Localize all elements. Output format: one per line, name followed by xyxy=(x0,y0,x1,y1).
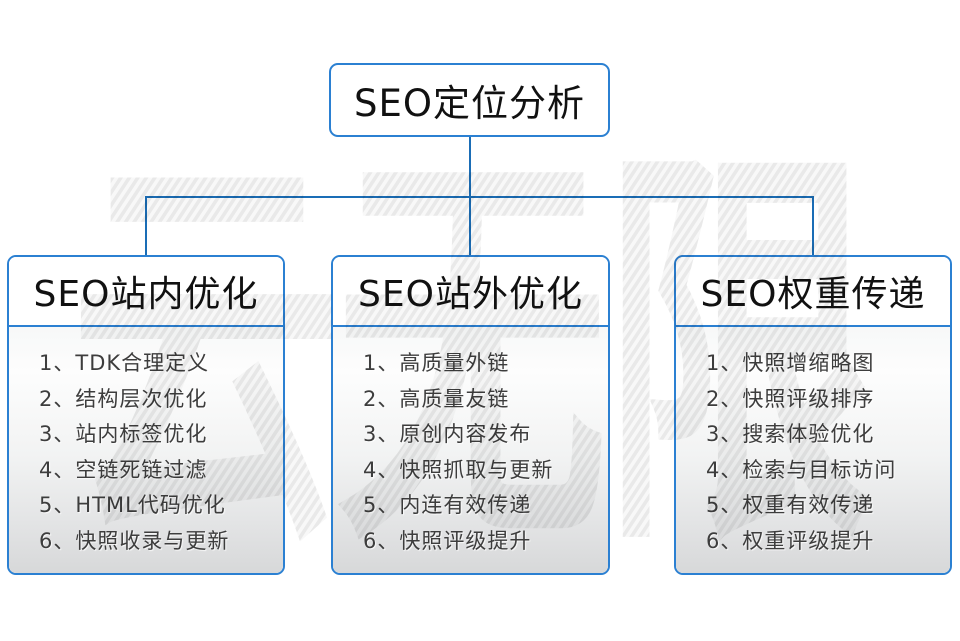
list-item: 6、快照评级提升 xyxy=(363,528,532,553)
list-item: 5、HTML代码优化 xyxy=(39,493,226,517)
connector-root-vertical xyxy=(469,136,471,197)
column-box-offsite-optimization: SEO站外优化 1、高质量外链 2、高质量友链 3、原创内容发布 4、快照抓取与… xyxy=(331,255,610,575)
item-list: 1、高质量外链 2、高质量友链 3、原创内容发布 4、快照抓取与更新 5、内连有… xyxy=(363,346,600,559)
item-list: 1、TDK合理定义 2、结构层次优化 3、站内标签优化 4、空链死链过滤 5、H… xyxy=(39,346,275,559)
column-body: 1、高质量外链 2、高质量友链 3、原创内容发布 4、快照抓取与更新 5、内连有… xyxy=(333,327,608,573)
root-box-title: SEO定位分析 xyxy=(354,82,585,125)
connector-horizontal xyxy=(145,196,814,198)
list-item: 6、快照收录与更新 xyxy=(39,528,230,553)
column-header: SEO权重传递 xyxy=(676,257,950,327)
list-item: 1、高质量外链 xyxy=(363,351,510,375)
connector-drop-left xyxy=(145,196,147,256)
list-item: 2、结构层次优化 xyxy=(39,386,208,411)
root-box-seo-positioning: SEO定位分析 xyxy=(329,63,610,137)
column-title: SEO站外优化 xyxy=(358,274,583,315)
list-item: 6、权重评级提升 xyxy=(706,528,875,553)
list-item: 2、高质量友链 xyxy=(363,386,510,411)
list-item: 3、搜索体验优化 xyxy=(706,422,875,446)
column-box-onsite-optimization: SEO站内优化 1、TDK合理定义 2、结构层次优化 3、站内标签优化 4、空链… xyxy=(7,255,285,575)
column-header: SEO站内优化 xyxy=(9,257,283,327)
column-header: SEO站外优化 xyxy=(333,257,608,327)
column-title: SEO权重传递 xyxy=(700,274,926,315)
list-item: 1、快照增缩略图 xyxy=(706,351,875,375)
column-body: 1、TDK合理定义 2、结构层次优化 3、站内标签优化 4、空链死链过滤 5、H… xyxy=(9,327,283,573)
item-list: 1、快照增缩略图 2、快照评级排序 3、搜索体验优化 4、检索与目标访问 5、权… xyxy=(706,346,942,559)
list-item: 4、空链死链过滤 xyxy=(39,457,208,482)
list-item: 4、检索与目标访问 xyxy=(706,457,897,482)
column-box-weight-transfer: SEO权重传递 1、快照增缩略图 2、快照评级排序 3、搜索体验优化 4、检索与… xyxy=(674,255,952,575)
connector-drop-right xyxy=(812,196,814,256)
list-item: 3、站内标签优化 xyxy=(39,422,208,446)
list-item: 5、内连有效传递 xyxy=(363,493,532,517)
list-item: 3、原创内容发布 xyxy=(363,422,532,446)
connector-drop-center xyxy=(469,196,471,256)
list-item: 1、TDK合理定义 xyxy=(39,351,210,375)
column-title: SEO站内优化 xyxy=(33,274,259,315)
list-item: 2、快照评级排序 xyxy=(706,386,875,411)
column-body: 1、快照增缩略图 2、快照评级排序 3、搜索体验优化 4、检索与目标访问 5、权… xyxy=(676,327,950,573)
list-item: 4、快照抓取与更新 xyxy=(363,457,554,482)
list-item: 5、权重有效传递 xyxy=(706,493,875,517)
